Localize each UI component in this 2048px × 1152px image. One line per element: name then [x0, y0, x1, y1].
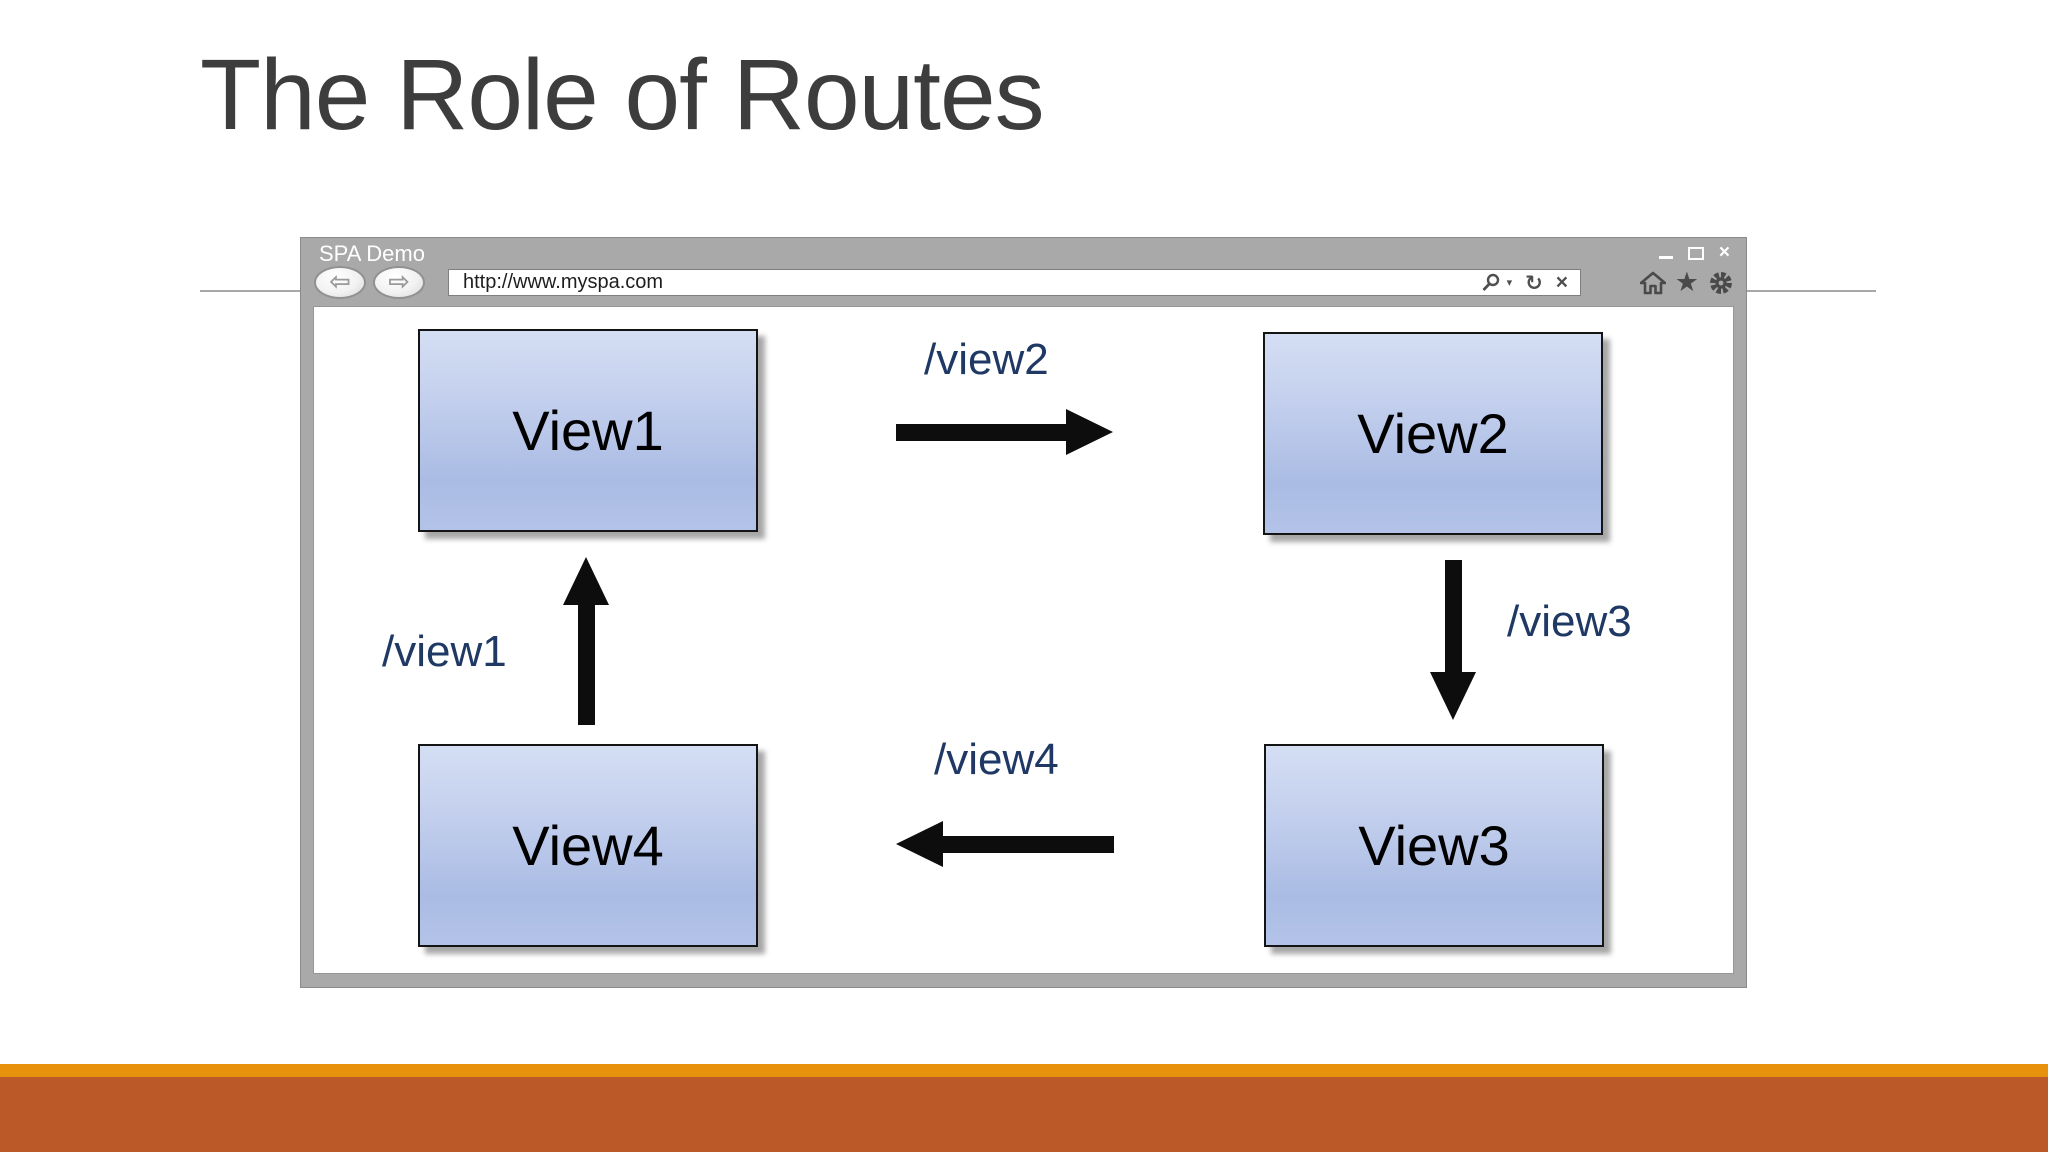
search-icon[interactable]	[1482, 273, 1501, 292]
back-button[interactable]: ⇦	[314, 266, 366, 299]
view2-label: View2	[1357, 402, 1509, 465]
browser-toolbar-icons: ★	[1639, 267, 1734, 298]
route-label-view3: /view3	[1507, 597, 1632, 646]
address-bar[interactable]: http://www.myspa.com ▾ ↻ ×	[448, 269, 1581, 296]
browser-viewport: View1 View2 View3 View4 /view2 /view3 /v…	[313, 306, 1734, 974]
view4-node: View4	[418, 744, 758, 947]
view3-label: View3	[1358, 814, 1510, 877]
refresh-icon[interactable]: ↻	[1525, 270, 1543, 295]
footer-accent-rust	[0, 1077, 2048, 1152]
favorites-star-icon[interactable]: ★	[1674, 267, 1699, 298]
address-bar-icons: ▾ ↻ ×	[1482, 271, 1580, 295]
view2-node: View2	[1263, 332, 1603, 535]
url-text[interactable]: http://www.myspa.com	[463, 271, 664, 293]
back-arrow-icon: ⇦	[329, 266, 351, 297]
forward-arrow-icon: ⇨	[388, 266, 410, 297]
browser-titlebar: SPA Demo ×	[301, 238, 1746, 268]
view3-node: View3	[1264, 744, 1604, 947]
arrow-view1-to-view2	[896, 424, 1068, 441]
nav-buttons: ⇦ ⇨	[314, 266, 425, 299]
close-icon[interactable]: ×	[1718, 242, 1730, 263]
search-dropdown-icon[interactable]: ▾	[1506, 276, 1513, 289]
arrow-view2-to-view3	[1445, 560, 1462, 674]
footer-accent-orange	[0, 1064, 2048, 1077]
page-title: The Role of Routes	[200, 39, 1045, 151]
window-controls: ×	[1658, 242, 1730, 263]
minimize-icon[interactable]	[1658, 255, 1673, 259]
route-label-view2: /view2	[924, 335, 1049, 384]
route-label-view1: /view1	[382, 627, 507, 676]
arrow-view1-to-view2-head	[1066, 409, 1113, 455]
forward-button[interactable]: ⇨	[373, 266, 425, 299]
stop-icon[interactable]: ×	[1555, 270, 1568, 294]
gear-icon[interactable]	[1708, 270, 1734, 296]
arrow-view4-to-view1-head	[563, 557, 609, 605]
view1-node: View1	[418, 329, 758, 532]
arrow-view4-to-view1	[578, 603, 595, 725]
arrow-view3-to-view4	[942, 836, 1114, 853]
view4-label: View4	[512, 814, 664, 877]
window-title: SPA Demo	[319, 241, 425, 266]
route-label-view4: /view4	[934, 735, 1059, 784]
maximize-icon[interactable]	[1687, 246, 1704, 260]
arrow-view3-to-view4-head	[896, 821, 943, 867]
view1-label: View1	[512, 399, 664, 462]
arrow-view2-to-view3-head	[1430, 672, 1476, 720]
browser-window: SPA Demo × ⇦ ⇨ http://www.myspa.com	[300, 237, 1747, 988]
home-icon[interactable]	[1639, 271, 1666, 295]
